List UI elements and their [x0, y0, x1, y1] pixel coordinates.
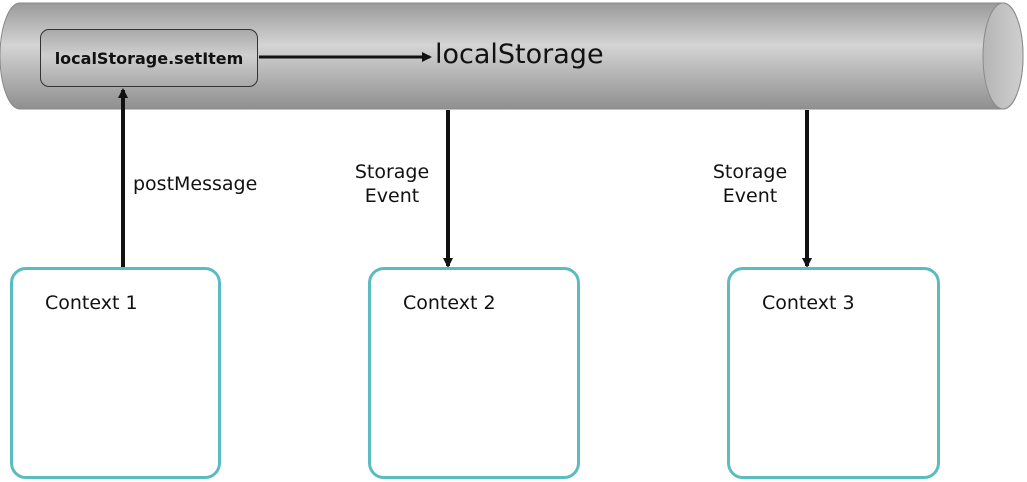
- context-1-box: Context 1: [10, 267, 221, 479]
- setitem-label: localStorage.setItem: [54, 48, 244, 68]
- context-3-label: Context 3: [762, 292, 855, 314]
- context-1-label: Context 1: [45, 292, 138, 314]
- storage-event-label-3: Storage Event: [710, 160, 790, 208]
- storage-title: localStorage: [435, 39, 604, 70]
- postmessage-label: postMessage: [133, 173, 258, 195]
- context-2-box: Context 2: [368, 267, 580, 479]
- context-3-box: Context 3: [727, 267, 940, 479]
- storage-event-label-2: Storage Event: [352, 160, 432, 208]
- storage-event-line2: Event: [722, 185, 778, 207]
- context-2-label: Context 2: [403, 292, 496, 314]
- storage-event-line1: Storage: [712, 161, 788, 183]
- storage-event-line1: Storage: [354, 161, 430, 183]
- storage-event-line2: Event: [364, 185, 420, 207]
- setitem-node: localStorage.setItem: [40, 29, 258, 87]
